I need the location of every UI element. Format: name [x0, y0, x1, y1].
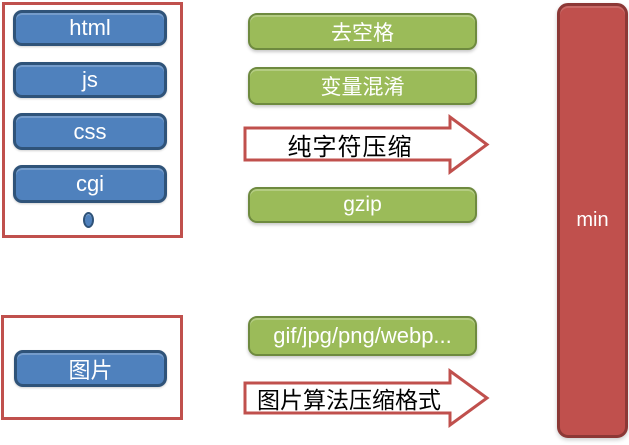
file-type-js-label: js	[82, 67, 98, 92]
file-type-js: js	[13, 62, 167, 98]
image-formats: gif/jpg/png/webp...	[248, 316, 477, 356]
step-variable-obfuscation: 变量混淆	[248, 67, 477, 105]
min-output-label: min	[576, 209, 609, 231]
file-type-css: css	[13, 113, 167, 150]
step-variable-obfuscation-label: 变量混淆	[320, 75, 405, 99]
file-type-cgi: cgi	[13, 165, 167, 203]
text-compression-arrow-label: 纯字符压缩	[287, 135, 413, 161]
file-type-css-label: css	[73, 118, 107, 144]
file-type-html: html	[13, 10, 167, 46]
step-remove-whitespace: 去空格	[248, 13, 477, 50]
image-button: 图片	[14, 350, 167, 387]
step-remove-whitespace-label: 去空格	[331, 20, 394, 45]
text-compression-arrow	[243, 114, 490, 175]
step-gzip: gzip	[248, 187, 477, 223]
ellipsis-dot	[83, 212, 94, 228]
step-gzip-label: gzip	[343, 193, 382, 216]
image-formats-label: gif/jpg/png/webp...	[273, 323, 452, 348]
image-compression-arrow	[243, 368, 490, 428]
min-output-bar: min	[557, 3, 628, 438]
file-type-cgi-label: cgi	[75, 171, 105, 196]
image-compression-arrow-label: 图片算法压缩格式	[257, 388, 441, 413]
image-button-label: 图片	[68, 357, 113, 383]
file-type-html-label: html	[69, 15, 111, 40]
